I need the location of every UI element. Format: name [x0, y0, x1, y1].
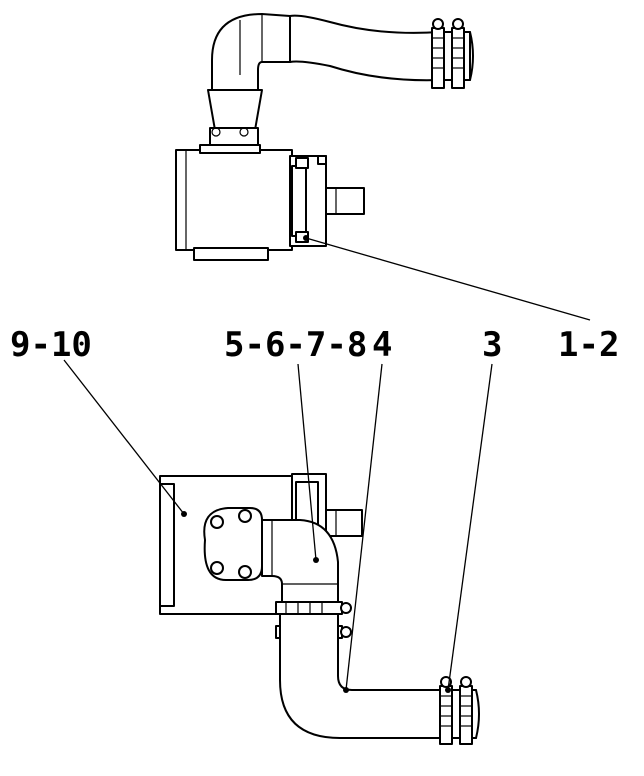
top-neck — [207, 89, 263, 147]
callout-9-10: 9-10 — [10, 325, 92, 365]
top-elbow-hose — [211, 13, 474, 91]
leader-4 — [345, 363, 383, 691]
leader-dot-9-10 — [181, 511, 187, 517]
callout-1-2: 1-2 — [558, 325, 619, 365]
callout-labels: 1-2 9-10 5-6-7-8 4 3 — [10, 325, 619, 365]
front-lower-clamps — [439, 676, 473, 745]
leader-dot-1-2 — [303, 235, 309, 241]
leader-dot-4 — [343, 687, 349, 693]
front-view — [159, 473, 480, 745]
callout-5-6-7-8: 5-6-7-8 — [224, 325, 367, 365]
leader-9-10 — [63, 359, 185, 515]
leader-dot-3 — [445, 687, 451, 693]
callout-4: 4 — [372, 325, 392, 365]
callout-3: 3 — [482, 325, 502, 365]
front-connector — [203, 507, 263, 581]
leader-5-6-7-8 — [297, 363, 317, 561]
top-hose-clamps — [431, 18, 465, 89]
top-block — [175, 144, 365, 261]
leader-lines — [63, 235, 591, 693]
top-view — [175, 13, 474, 261]
leader-1-2 — [305, 237, 591, 321]
leader-dot-5-6-7-8 — [313, 557, 319, 563]
leader-3 — [447, 363, 493, 691]
